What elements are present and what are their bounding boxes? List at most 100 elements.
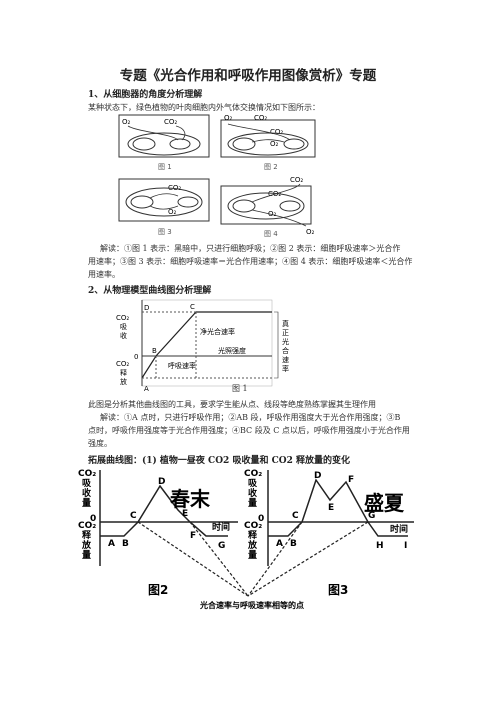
yt-2: 收	[248, 487, 257, 499]
fig4-co2-label-a: CO₂	[290, 176, 303, 184]
o2-out-arrow	[251, 209, 307, 227]
y-top-1: 吸	[120, 323, 127, 331]
yt-co2: CO₂	[78, 469, 96, 479]
cell-outline	[227, 192, 305, 220]
co2-arrow	[175, 125, 186, 141]
fig1-co2-label: CO₂	[164, 118, 177, 126]
co2-arrow	[149, 193, 179, 199]
section2-line-2: 解读：①A 点时，只进行呼吸作用；②AB 段，呼吸作用强度大于光合作用强度；③B	[100, 413, 401, 422]
pt-f: F	[190, 531, 196, 541]
section1-heading: 1、从细胞器的角度分析理解	[88, 90, 203, 100]
zero: 0	[90, 514, 96, 524]
pt-b: B	[290, 539, 297, 549]
fig2-co2-label-b: CO₂	[270, 128, 283, 136]
pt-d: D	[158, 477, 165, 487]
extension-heading: 拓展曲线图：(1) 植物一昼夜 CO2 吸收量和 CO2 释放量的变化	[88, 456, 350, 466]
mitochondrion	[169, 138, 191, 150]
yt-co2: CO₂	[244, 469, 262, 479]
yb-co2: CO₂	[78, 521, 96, 531]
yb-1: 释	[82, 529, 92, 541]
section2-heading: 2、从物理模型曲线图分析理解	[88, 286, 212, 296]
yt-1: 吸	[248, 478, 258, 489]
cell-outline	[227, 132, 309, 156]
co2-arrow	[251, 139, 285, 143]
pt-h: H	[376, 541, 384, 551]
graph-spring: CO₂ 吸 收 量 0 CO₂ 释 放 量 A B C D E F G 春末 时…	[78, 469, 238, 597]
yb-3: 量	[82, 549, 91, 561]
y-bottom-2: 放	[120, 377, 127, 386]
pointer	[137, 521, 249, 597]
chloroplast	[130, 195, 154, 209]
yt-3: 量	[248, 497, 257, 509]
o2-arrow	[127, 125, 179, 141]
co2-curve	[100, 484, 228, 537]
graph-frame	[141, 299, 273, 387]
fig1-caption: 图 1	[158, 163, 172, 171]
yb-1: 释	[248, 529, 258, 541]
o2-arrow	[227, 123, 291, 141]
section2-line-1: 此图是分析其他曲线图的工具，要求学生能从点、线段等绝度熟练掌握其生理作用	[88, 400, 376, 409]
fig4-o2-label-b: O₂	[306, 228, 315, 236]
time-label: 时间	[212, 521, 230, 533]
fig1-o2-label: O₂	[122, 118, 131, 126]
caption: 图3	[328, 583, 348, 597]
o2-arrow	[149, 205, 179, 210]
light-label: 光照强度	[218, 346, 246, 355]
cell-figure-4: CO₂ CO₂ O₂ O₂ 图 4	[220, 176, 315, 238]
chloroplast	[232, 137, 256, 151]
model-curve-graph: CO₂ 吸 收 0 CO₂ 释 放 D C B A 净光合速率 呼吸速率 光照强…	[116, 299, 289, 393]
pt-b: B	[122, 539, 129, 549]
pt-a: A	[276, 539, 283, 549]
section2-line-4: 强度。	[88, 439, 112, 448]
y-top-co2: CO₂	[116, 314, 129, 322]
section1-explain-3: 用速率。	[88, 270, 120, 279]
cell-outline	[125, 187, 203, 217]
true-rate-6: 率	[282, 364, 289, 373]
yt-1: 吸	[82, 478, 92, 489]
y-top-2: 收	[120, 331, 127, 340]
chloroplast	[232, 199, 256, 213]
true-rate-3: 光	[282, 337, 289, 346]
cell-outline	[127, 132, 201, 156]
fig4-o2-label-a: O₂	[268, 210, 277, 218]
mitochondrion	[279, 200, 301, 212]
graph-summer: CO₂ 吸 收 量 0 CO₂ 释 放 量 A B C D E F G H I …	[244, 469, 414, 597]
net-rate-label: 净光合速率	[200, 327, 235, 336]
co2-in-arrow	[251, 183, 301, 203]
fig2-co2-label-a: CO₂	[254, 114, 267, 122]
mitochondrion	[283, 138, 305, 150]
fig2-caption: 图 2	[264, 163, 278, 171]
pt-e: E	[182, 509, 188, 519]
co2-curve	[268, 478, 408, 537]
photosynthesis-curve	[141, 311, 272, 379]
yb-2: 放	[81, 539, 92, 551]
pt-i: I	[404, 541, 407, 551]
time-label: 时间	[390, 523, 408, 535]
true-rate-4: 合	[282, 346, 289, 355]
chloroplast	[132, 137, 156, 151]
season-label: 春末	[169, 487, 211, 511]
graph-caption: 图 1	[232, 384, 248, 393]
true-rate-5: 速	[282, 356, 289, 364]
section1-intro: 某种状态下，绿色植物的叶肉细胞内外气体交换情况如下图所示：	[88, 103, 320, 112]
mitochondrion	[177, 196, 199, 208]
y-bottom-1: 释	[120, 369, 127, 377]
true-rate-1: 真	[282, 319, 289, 328]
zero-label: 0	[134, 353, 138, 361]
yt-2: 收	[82, 487, 91, 499]
caption: 图2	[148, 583, 168, 597]
figure-frame	[118, 178, 210, 222]
fig4-caption: 图 4	[264, 230, 278, 238]
pt-d: D	[314, 471, 321, 481]
yb-3: 量	[248, 549, 257, 561]
pointer	[247, 521, 303, 597]
point-b: B	[152, 347, 157, 355]
day-night-co2-graphs: CO₂ 吸 收 量 0 CO₂ 释 放 量 A B C D E F G 春末 时…	[78, 469, 414, 610]
yt-3: 量	[82, 497, 91, 509]
y-bottom-co2: CO₂	[116, 360, 129, 368]
true-rate-bracket	[274, 311, 279, 379]
cell-figure-1: O₂ CO₂ 图 1	[118, 114, 210, 171]
point-c: C	[190, 303, 195, 311]
pointer	[247, 521, 369, 597]
yb-2: 放	[247, 539, 258, 551]
